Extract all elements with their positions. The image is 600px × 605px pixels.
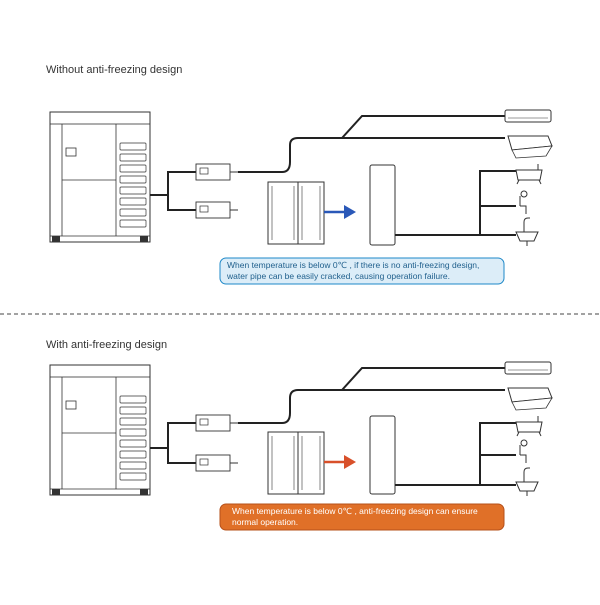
bottom-panel-title: With anti-freezing design	[46, 339, 167, 351]
valve-icon	[195, 163, 238, 219]
water-tank-icon	[369, 415, 396, 495]
water-pipes	[395, 170, 516, 236]
bottom-callout-line-1: When temperature is below 0℃ , anti-free…	[232, 506, 478, 516]
indoor-refrigerant-line	[238, 115, 505, 173]
bottom-panel: With anti-freezing design	[46, 339, 553, 531]
flow-arrow	[324, 205, 356, 219]
wall-ac-icon	[504, 109, 552, 123]
bathtub-icon	[515, 416, 543, 437]
indoor-refrigerant-line	[238, 367, 505, 424]
outdoor-unit-icon	[49, 111, 151, 243]
bottom-callout-line-2: normal operation.	[232, 517, 298, 527]
top-callout: When temperature is below 0℃ , if there …	[219, 257, 505, 285]
hydro-module-icon	[267, 431, 325, 495]
sink-faucet-icon	[515, 217, 539, 246]
valve-icon	[195, 414, 238, 472]
outdoor-unit-icon	[49, 364, 151, 496]
hydro-module-icon	[267, 181, 325, 245]
sink-faucet-icon	[515, 467, 539, 496]
water-pipes	[395, 422, 516, 486]
refrigerant-lines	[150, 422, 196, 464]
water-tank-icon	[369, 164, 396, 246]
top-panel-title: Without anti-freezing design	[46, 64, 182, 76]
refrigerant-lines	[150, 171, 196, 211]
ceiling-cassette-icon	[507, 135, 553, 159]
bottom-callout: When temperature is below 0℃ , anti-free…	[219, 503, 505, 531]
top-panel: Without anti-freezing design	[46, 64, 553, 285]
shower-icon	[519, 439, 528, 463]
flow-arrow	[324, 455, 356, 469]
ceiling-cassette-icon	[507, 387, 553, 411]
wall-ac-icon	[504, 361, 552, 375]
top-callout-line-1: When temperature is below 0℃ , if there …	[227, 260, 479, 270]
shower-icon	[519, 190, 528, 214]
bathtub-icon	[515, 164, 543, 185]
top-callout-line-2: water pipe can be easily cracked, causin…	[226, 271, 450, 281]
